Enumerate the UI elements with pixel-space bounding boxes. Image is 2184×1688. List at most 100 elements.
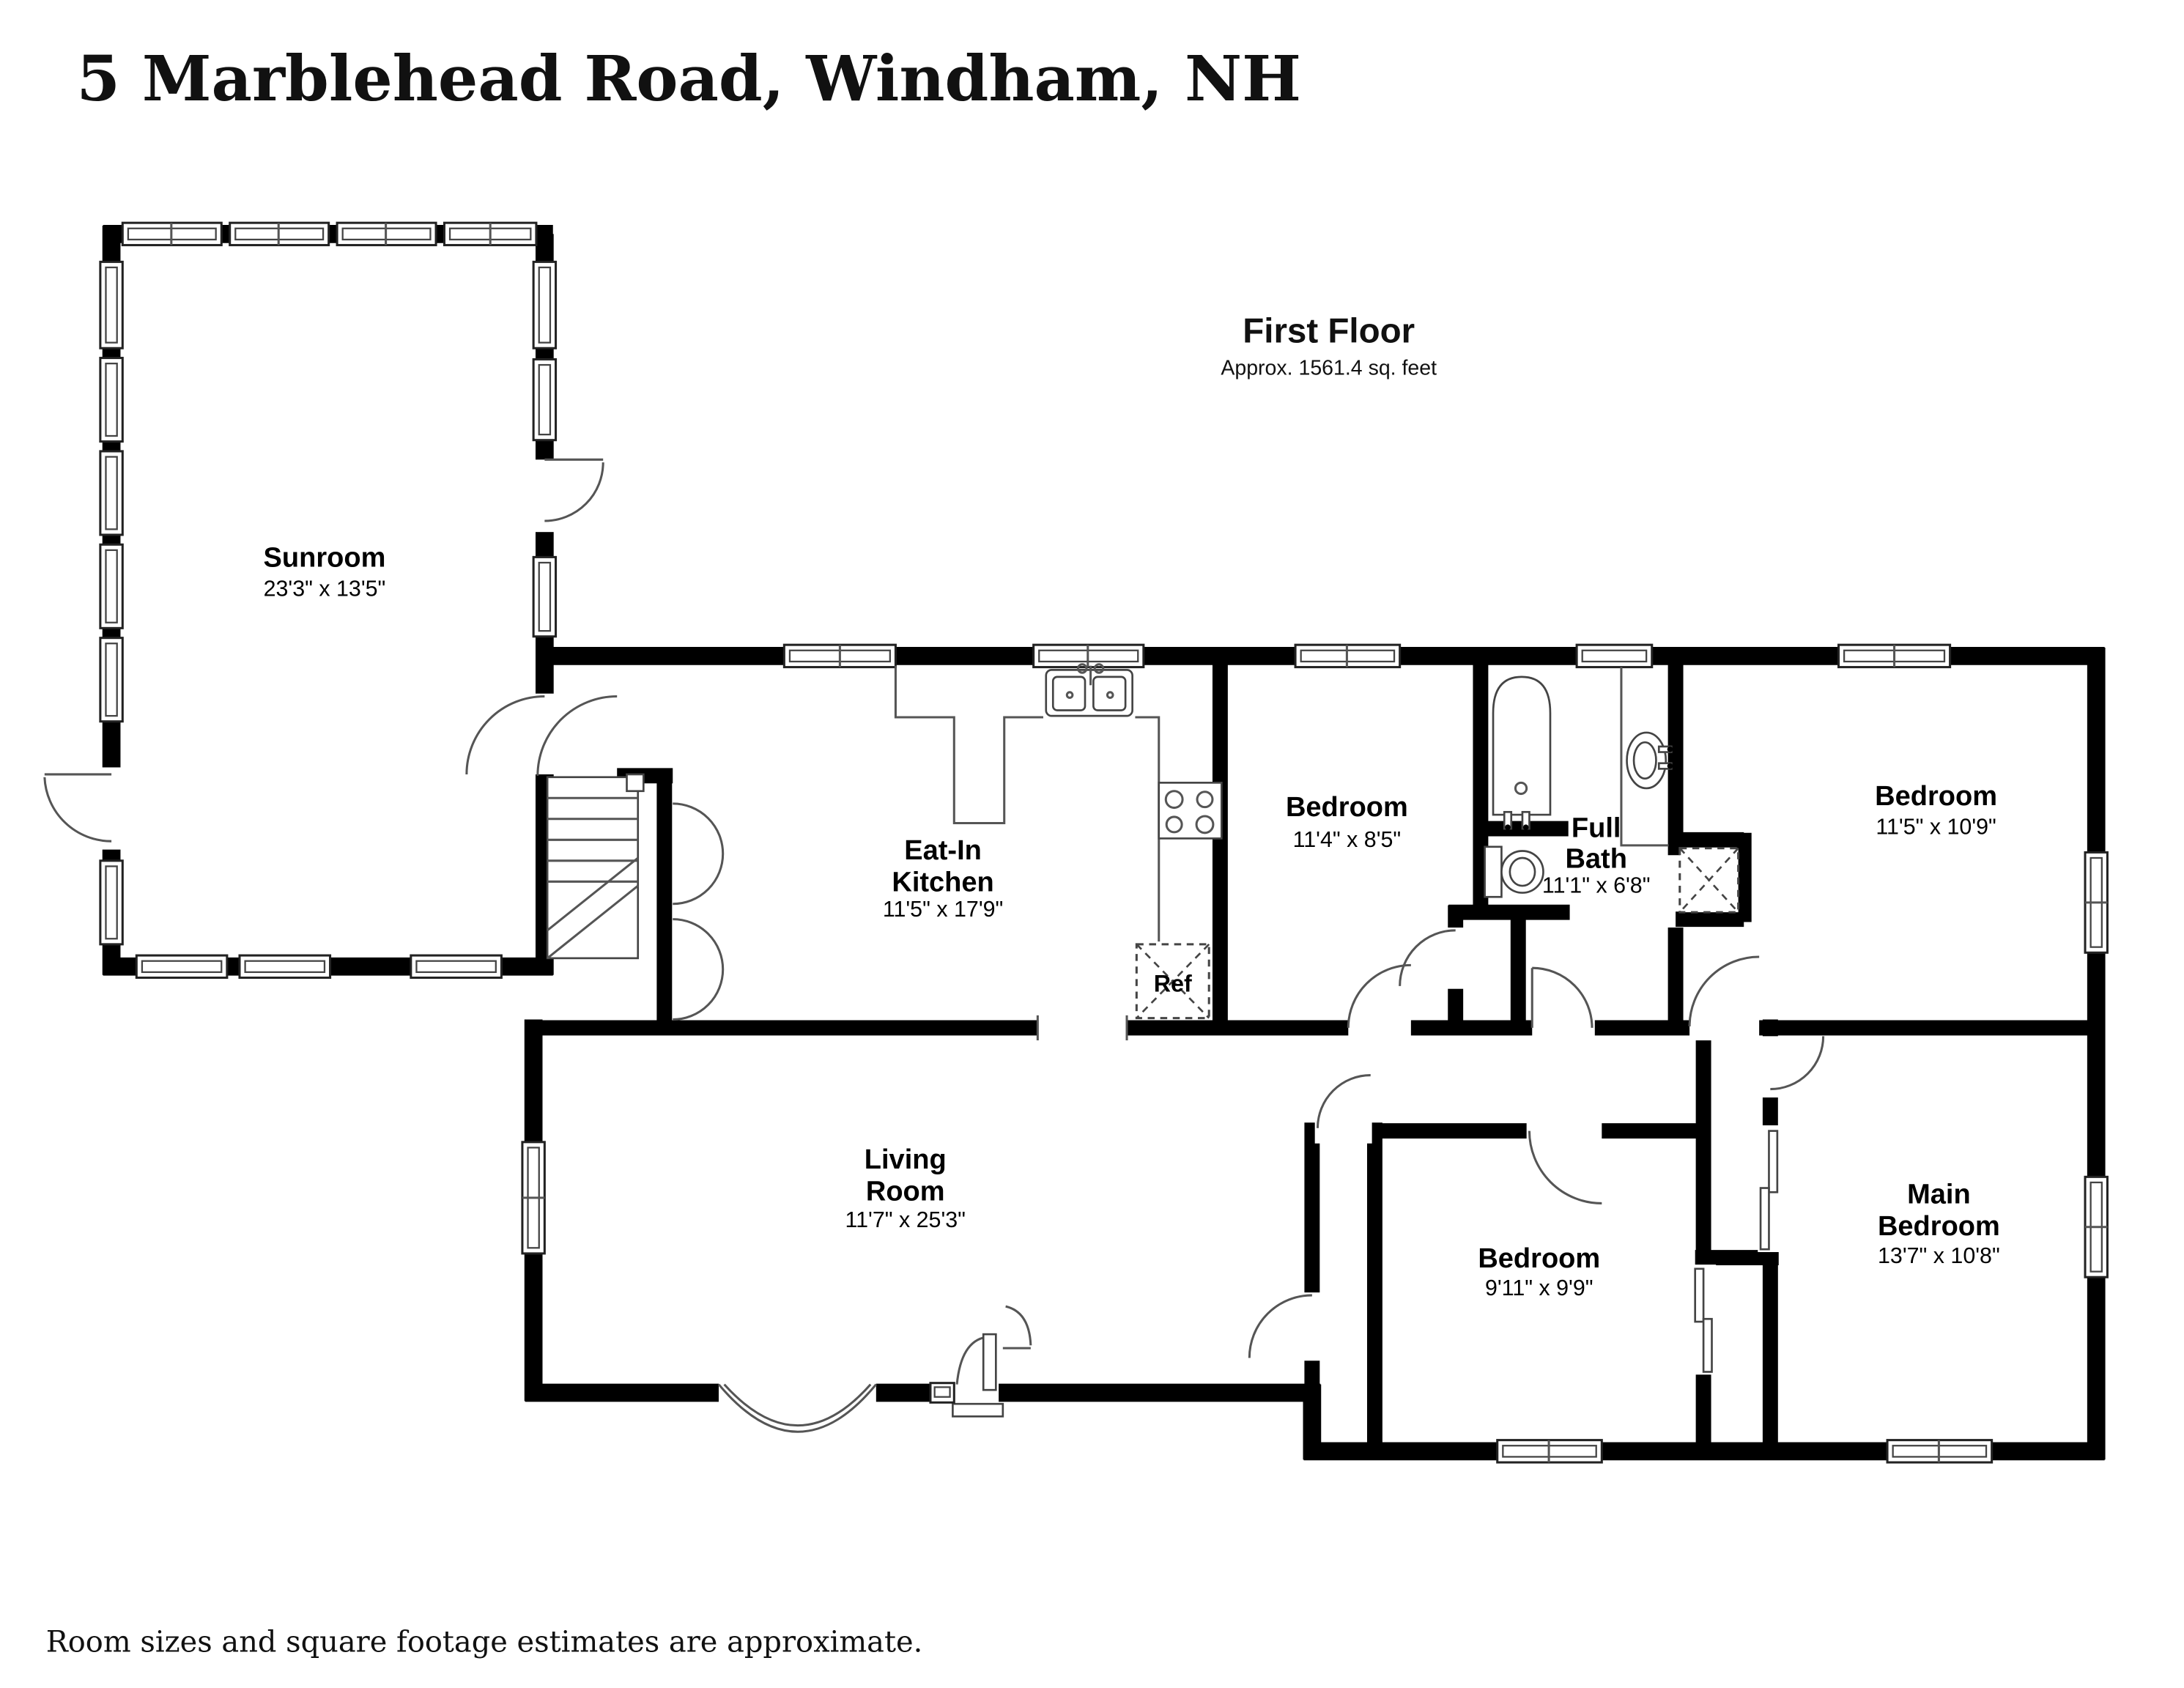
stairs xyxy=(546,773,645,960)
svg-text:Bedroom: Bedroom xyxy=(1878,1211,2000,1242)
window xyxy=(99,543,124,629)
toilet xyxy=(1484,845,1544,898)
window xyxy=(410,954,503,980)
bedroom-south-door-gap xyxy=(1526,1118,1602,1144)
living-closet-door-arc xyxy=(1248,1294,1312,1358)
window xyxy=(532,358,558,442)
svg-text:11'7" x 25'3": 11'7" x 25'3" xyxy=(845,1207,966,1232)
door-swings xyxy=(43,458,1825,1385)
opening-jambs xyxy=(1036,1015,1128,1041)
floor-label: First Floor Approx. 1561.4 sq. feet xyxy=(1221,312,1437,380)
window xyxy=(99,357,124,443)
svg-text:Bedroom: Bedroom xyxy=(1478,1243,1600,1274)
refrigerator-label: Ref xyxy=(1154,971,1192,997)
bath-fixtures xyxy=(1484,667,1740,914)
room-label-sunroom: Sunroom 23'3" x 13'5" xyxy=(264,543,386,601)
sunroom-side-door-gap xyxy=(98,767,125,850)
south-closet-slider-panel xyxy=(1694,1267,1705,1323)
bedroom-north-closet-door-arc xyxy=(1399,929,1456,986)
bathtub xyxy=(1492,675,1552,830)
footer-note: Room sizes and square footage estimates … xyxy=(46,1626,923,1659)
room-label-kitchen: Eat-In Kitchen 11'5" x 17'9" xyxy=(883,835,1004,922)
svg-text:Main: Main xyxy=(1907,1179,1971,1210)
window xyxy=(99,450,124,536)
svg-text:11'4" x 8'5": 11'4" x 8'5" xyxy=(1293,827,1402,852)
window xyxy=(99,260,124,349)
window xyxy=(532,555,558,638)
bath-door-arc xyxy=(1530,966,1593,1028)
main-bedroom-door-gap xyxy=(1758,1036,1783,1097)
sunroom-hall-door-arc xyxy=(465,695,545,774)
svg-text:Full: Full xyxy=(1572,812,1621,843)
window xyxy=(121,221,223,247)
room-label-bedroom-northeast: Bedroom 11'5" x 10'9" xyxy=(1875,781,1997,840)
window xyxy=(1837,643,1952,669)
svg-text:Sunroom: Sunroom xyxy=(264,543,386,574)
svg-text:11'5" x 17'9": 11'5" x 17'9" xyxy=(883,897,1004,922)
room-label-bedroom-south: Bedroom 9'11" x 9'9" xyxy=(1478,1243,1600,1300)
window xyxy=(99,859,124,946)
window xyxy=(1496,1439,1603,1464)
door-leaves xyxy=(929,1130,1779,1418)
window xyxy=(1886,1439,1994,1464)
room-label-main-bedroom: Main Bedroom 13'7" x 10'8" xyxy=(1878,1179,2000,1268)
room-label-bedroom-north: Bedroom 11'4" x 8'5" xyxy=(1286,792,1408,852)
svg-text:Room: Room xyxy=(866,1177,945,1207)
sunroom-exterior-door-arc xyxy=(544,458,604,522)
room-label-living-room: Living Room 11'7" x 25'3" xyxy=(845,1144,966,1232)
svg-text:Bedroom: Bedroom xyxy=(1875,781,1997,812)
svg-text:Living: Living xyxy=(865,1144,947,1175)
kitchen-living-opening xyxy=(1037,1015,1128,1041)
window xyxy=(521,1141,546,1255)
sunroom-side-door-arc xyxy=(43,773,112,843)
floor-name: First Floor xyxy=(1243,312,1415,351)
svg-text:11'5" x 10'9": 11'5" x 10'9" xyxy=(1876,815,1996,840)
sunroom-hall-door-gap xyxy=(532,693,558,774)
bedroom-northeast-door-gap xyxy=(1689,1015,1760,1041)
south-closet-slider-panel xyxy=(1702,1317,1713,1373)
front-door-leaf xyxy=(982,1333,997,1391)
exterior-walls xyxy=(102,225,2106,1461)
newel-post xyxy=(626,773,645,793)
front-door-arc xyxy=(955,1336,987,1385)
svg-text:Eat-In: Eat-In xyxy=(904,835,982,866)
hall-closet-door-arc xyxy=(1316,1074,1371,1128)
shower xyxy=(1678,847,1740,914)
window xyxy=(135,954,229,980)
stair-hall-door-arc xyxy=(536,695,618,776)
bedroom-northeast-door-arc xyxy=(1688,955,1760,1027)
main-bedroom-door-arc xyxy=(1770,1036,1825,1091)
stair-break-line xyxy=(547,856,639,960)
window xyxy=(2084,1175,2109,1278)
svg-text:Bedroom: Bedroom xyxy=(1286,792,1408,823)
kitchen-closet-doors xyxy=(673,802,725,1021)
main-closet-slider-panel xyxy=(1759,1187,1770,1251)
living-corner-door-arc xyxy=(1002,1305,1032,1350)
bay-window xyxy=(717,1383,877,1433)
svg-text:Bath: Bath xyxy=(1565,843,1626,874)
bedroom-north-closet-door-gap xyxy=(1443,928,1468,989)
svg-text:9'11" x 9'9": 9'11" x 9'9" xyxy=(1485,1276,1593,1300)
window xyxy=(2084,851,2109,954)
window xyxy=(229,221,330,247)
window xyxy=(238,954,332,980)
svg-text:11'1" x 6'8": 11'1" x 6'8" xyxy=(1542,873,1651,898)
room-labels: Sunroom 23'3" x 13'5" Eat-In Kitchen 11'… xyxy=(264,543,2000,1300)
floor-area: Approx. 1561.4 sq. feet xyxy=(1221,356,1437,380)
window xyxy=(336,221,437,247)
bedroom-south-door-arc xyxy=(1528,1130,1602,1204)
svg-text:23'3" x 13'5": 23'3" x 13'5" xyxy=(264,577,386,601)
svg-text:Kitchen: Kitchen xyxy=(892,867,993,898)
page-title: 5 Marblehead Road, Windham, NH xyxy=(77,42,1301,116)
window xyxy=(1032,643,1145,669)
bathroom-sink xyxy=(1620,667,1673,847)
stove xyxy=(1158,782,1223,840)
main-closet-slider-panel xyxy=(1768,1130,1779,1193)
bath-door-gap xyxy=(1532,1015,1595,1041)
window xyxy=(782,643,897,669)
bedroom-north-door-arc xyxy=(1347,963,1411,1028)
svg-text:13'7" x 10'8": 13'7" x 10'8" xyxy=(1878,1243,2000,1268)
stair-treads xyxy=(547,796,638,883)
window xyxy=(99,637,124,723)
